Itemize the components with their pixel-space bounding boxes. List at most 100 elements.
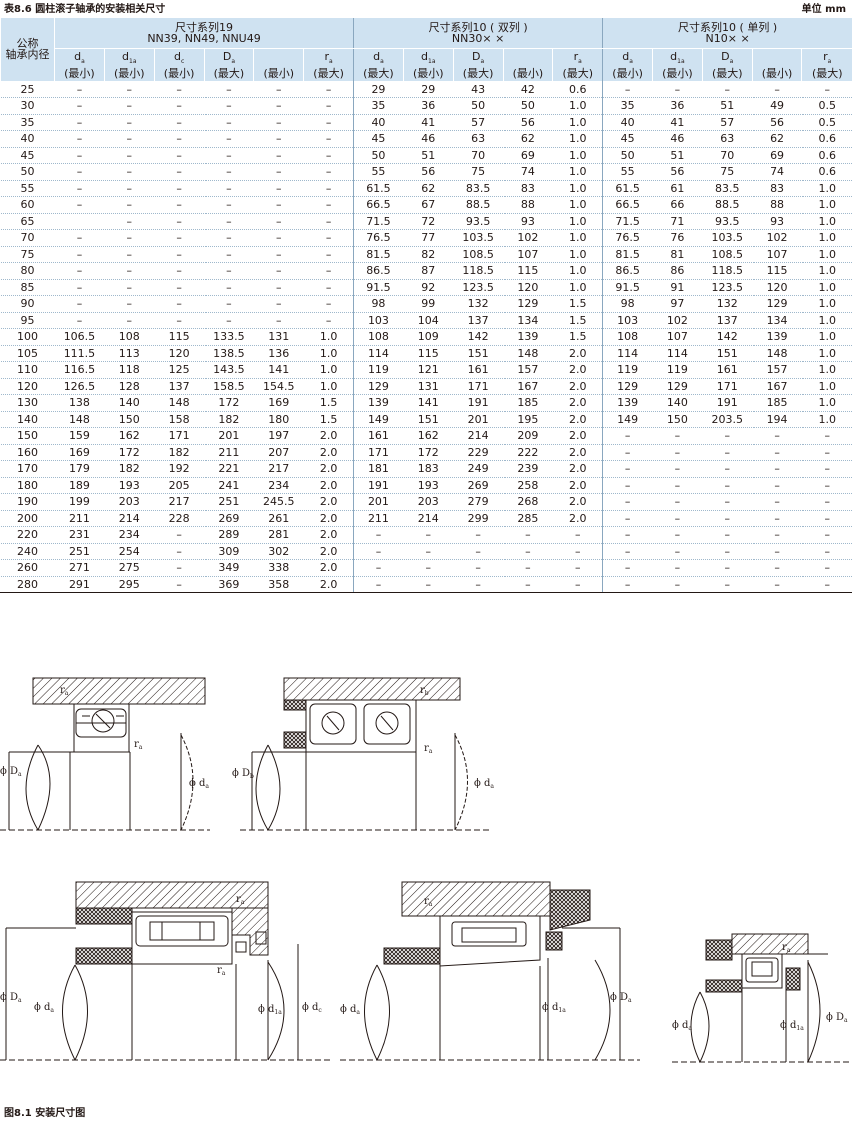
bore-cell: 140 [0,411,55,428]
value-cell: 209 [502,427,553,445]
value-cell: 120 [153,345,205,362]
label-phida-fig2: ϕ da [474,778,494,790]
value-cell: – [751,493,802,511]
bore-cell: 130 [0,394,55,412]
value-cell: – [652,460,703,478]
col-header: d1a(最小) [103,48,155,81]
value-cell: 103 [353,312,404,329]
value-cell: 1.0 [552,97,603,115]
value-cell: 1.0 [552,114,603,131]
value-cell: 98 [602,295,653,313]
value-cell: 129 [652,378,703,395]
label-ra-fig1a: ra [60,685,69,697]
value-cell: – [54,312,105,329]
value-cell: – [602,427,653,445]
value-cell: – [652,444,703,461]
value-cell: 1.0 [552,213,603,230]
value-cell: 133.5 [203,328,254,346]
value-cell: 207 [253,444,304,461]
value-cell: – [103,262,155,280]
value-cell: – [502,559,553,577]
value-cell: 139 [751,328,802,346]
value-cell: 0.6 [801,130,852,148]
value-cell: 1.0 [801,411,852,428]
value-cell: 45 [602,130,653,148]
value-cell: 1.0 [801,345,852,362]
value-cell: 71.5 [602,213,653,230]
value-cell: 349 [203,559,254,577]
bore-cell: 280 [0,576,55,593]
value-cell: 91.5 [602,279,653,296]
value-cell: – [801,526,852,544]
value-cell: 141 [402,394,454,412]
bore-cell: 35 [0,114,55,131]
value-cell: – [203,114,254,131]
value-cell: – [602,510,653,527]
value-cell: – [253,130,304,148]
value-cell: – [103,312,155,329]
col-header: Da(最大) [203,48,254,81]
value-cell: 70 [452,147,504,164]
value-cell: – [203,262,254,280]
value-cell: – [402,559,454,577]
value-cell: 2.0 [552,510,603,527]
value-cell: 159 [54,427,105,445]
value-cell: 2.0 [303,543,354,560]
value-cell: 269 [452,477,504,494]
value-cell: 81.5 [353,246,404,263]
value-cell: 107 [751,246,802,263]
value-cell: 129 [751,295,802,313]
value-cell: – [801,576,852,593]
value-cell: 197 [253,427,304,445]
value-cell: – [353,576,404,593]
value-cell: 142 [701,328,753,346]
value-cell: 134 [751,312,802,329]
value-cell: 106.5 [54,328,105,346]
value-cell: – [203,295,254,313]
value-cell: – [652,81,703,98]
value-cell: – [701,576,753,593]
value-cell: 81 [652,246,703,263]
value-cell: – [153,196,205,214]
value-cell: 214 [452,427,504,445]
value-cell: – [652,559,703,577]
value-cell: – [54,97,105,115]
value-cell: 2.0 [303,427,354,445]
value-cell: 113 [103,345,155,362]
value-cell: 129 [602,378,653,395]
value-cell: 86.5 [602,262,653,280]
value-cell: – [203,130,254,148]
col-header: ra(最大) [552,48,603,81]
value-cell: 69 [502,147,553,164]
value-cell: 2.0 [303,559,354,577]
value-cell: 102 [652,312,703,329]
value-cell: 103.5 [701,229,753,247]
value-cell: 86.5 [353,262,404,280]
col-header: (最小) [502,48,553,81]
value-cell: – [203,81,254,98]
value-cell: 171 [353,444,404,461]
value-cell: 136 [253,345,304,362]
value-cell: 268 [502,493,553,511]
value-cell: 192 [153,460,205,478]
bore-cell: 120 [0,378,55,395]
value-cell: – [602,526,653,544]
label-phida-fig4: ϕ da [340,1004,360,1016]
value-cell: 161 [452,361,504,379]
value-cell: – [103,279,155,296]
value-cell: – [103,180,155,197]
value-cell: 369 [203,576,254,593]
drawing-5 [672,933,850,1063]
value-cell: 0.6 [801,147,852,164]
value-cell: – [253,180,304,197]
value-cell: 74 [751,163,802,181]
value-cell: – [652,510,703,527]
value-cell: – [701,493,753,511]
value-cell: 61.5 [602,180,653,197]
group-header-10-double: 尺寸系列10 ( 双列 )NN30× × [353,18,603,49]
bore-cell: 40 [0,130,55,148]
